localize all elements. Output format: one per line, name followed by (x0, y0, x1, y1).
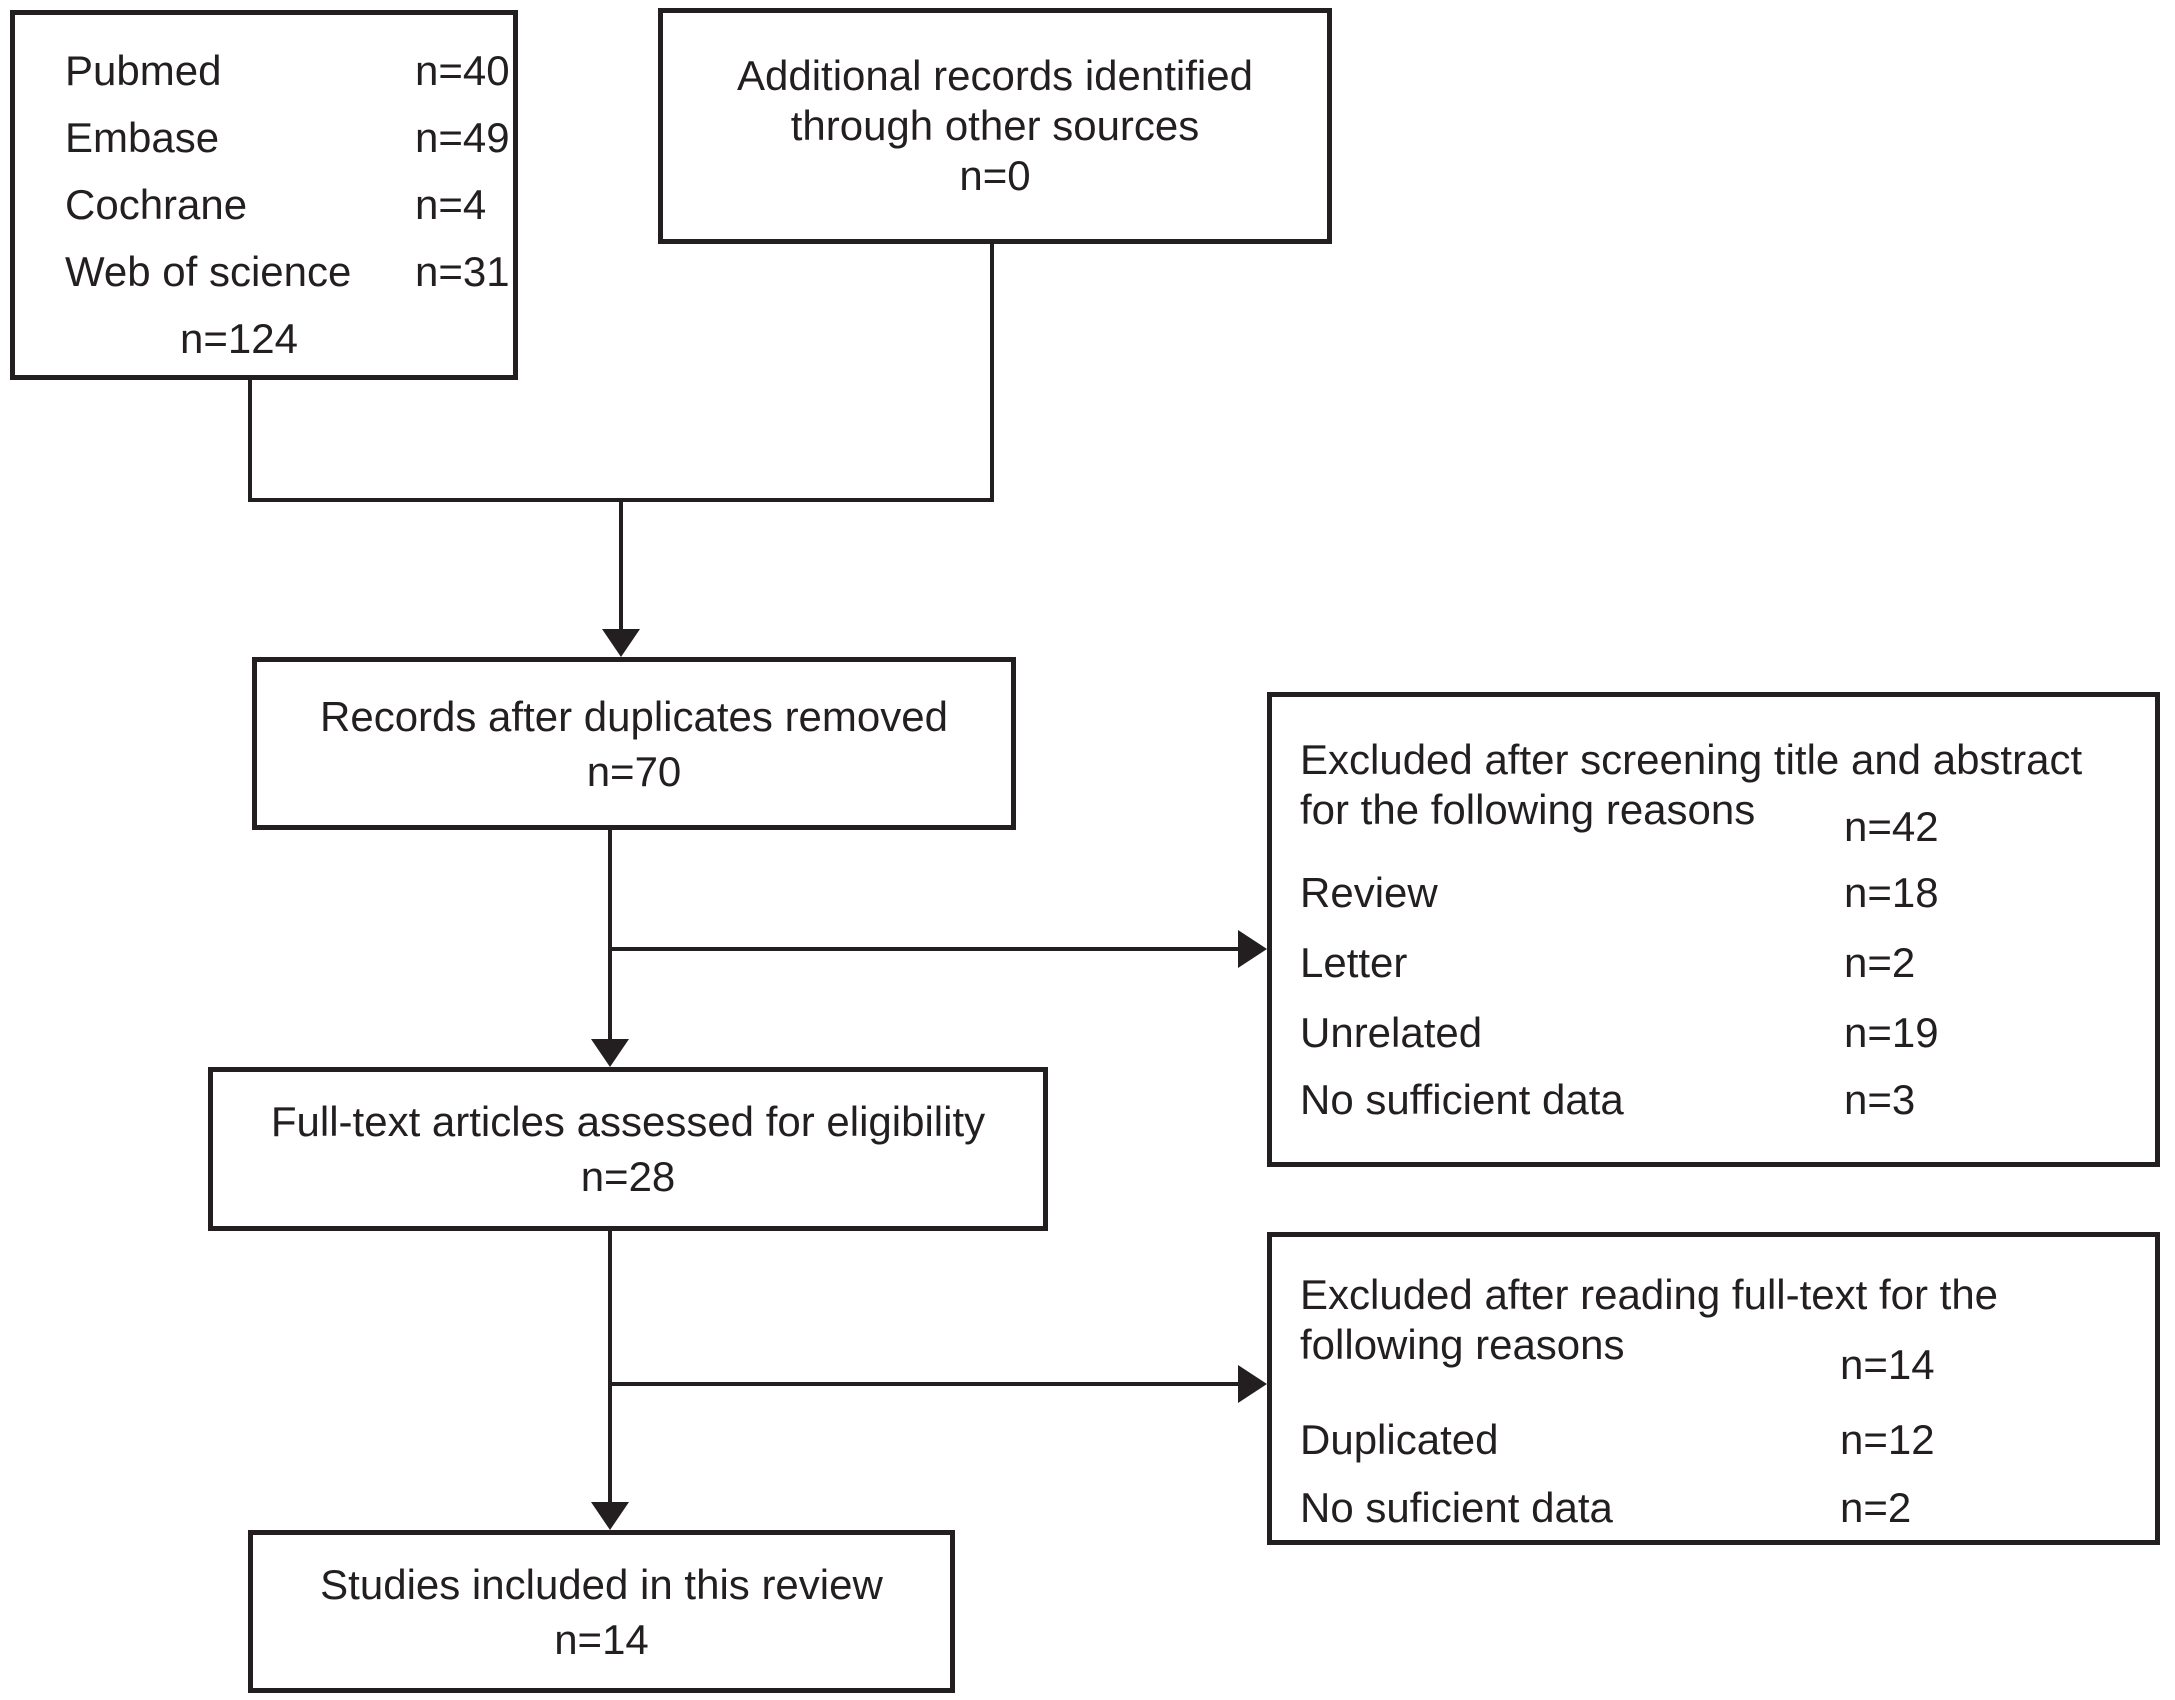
arrow-down-icon (591, 1039, 629, 1067)
source-count: n=4 (415, 181, 487, 228)
source-label: Cochrane (65, 181, 248, 228)
exclusion-reason-label: Unrelated (1300, 1009, 1483, 1056)
exclusion-reason-label: No sufficient data (1300, 1076, 1624, 1123)
source-count: n=31 (415, 248, 510, 295)
additional-records-line2: through other sources (790, 102, 1200, 149)
exclusion-reason-count: n=18 (1844, 869, 1939, 916)
source-count: n=40 (415, 47, 510, 94)
excluded-screening-count: n=42 (1844, 803, 1939, 850)
exclusion-reason-label: Duplicated (1300, 1416, 1499, 1463)
sources-total-count: n=124 (180, 315, 298, 362)
source-row: Pubmed n=40 (65, 37, 513, 104)
excluded-screening-box: Excluded after screening title and abstr… (1267, 692, 2160, 1167)
fulltext-assessed-count: n=28 (580, 1153, 676, 1200)
arrow-down-icon (602, 629, 640, 657)
source-label: Web of science (65, 248, 352, 295)
records-after-duplicates-box: Records after duplicates removed n=70 (252, 657, 1016, 830)
excluded-fulltext-count: n=14 (1840, 1341, 1935, 1388)
additional-records-line1: Additional records identified (737, 52, 1253, 99)
excluded-fulltext-title-line2: following reasons (1300, 1321, 1625, 1368)
exclusion-reason-label: Letter (1300, 939, 1408, 986)
studies-included-box: Studies included in this review n=14 (248, 1530, 955, 1693)
arrow-right-icon (1238, 1365, 1267, 1403)
arrow-down-icon (591, 1502, 629, 1530)
source-row: Cochrane n=4 (65, 171, 513, 238)
fulltext-assessed-box: Full-text articles assessed for eligibil… (208, 1067, 1048, 1231)
exclusion-reason-count: n=3 (1844, 1076, 1916, 1123)
exclusion-reason-label: Review (1300, 869, 1438, 916)
source-row: Embase n=49 (65, 104, 513, 171)
duplicates-removed-count: n=70 (586, 747, 682, 795)
duplicates-removed-title: Records after duplicates removed (320, 692, 948, 740)
additional-records-box: Additional records identified through ot… (658, 8, 1332, 244)
exclusion-reason-count: n=2 (1844, 939, 1916, 986)
arrow-right-icon (1238, 930, 1267, 968)
studies-included-count: n=14 (554, 1615, 649, 1663)
exclusion-reason-count: n=19 (1844, 1009, 1939, 1056)
excluded-screening-title-line2: for the following reasons (1300, 786, 1756, 833)
identification-sources-box: Pubmed n=40 Embase n=49 Cochrane n=4 Web… (10, 10, 518, 380)
source-count: n=49 (415, 114, 510, 161)
exclusion-reason-label: No suficient data (1300, 1484, 1613, 1531)
source-row: Web of science n=31 (65, 238, 513, 305)
exclusion-reason-count: n=12 (1840, 1416, 1935, 1463)
excluded-fulltext-title-line1: Excluded after reading full-text for the (1300, 1271, 1999, 1318)
source-label: Embase (65, 114, 220, 161)
fulltext-assessed-title: Full-text articles assessed for eligibil… (270, 1098, 986, 1145)
source-label: Pubmed (65, 47, 222, 94)
additional-records-count: n=0 (959, 152, 1031, 199)
excluded-fulltext-box: Excluded after reading full-text for the… (1267, 1232, 2160, 1545)
exclusion-reason-count: n=2 (1840, 1484, 1912, 1531)
excluded-screening-title-line1: Excluded after screening title and abstr… (1300, 736, 2083, 783)
studies-included-title: Studies included in this review (320, 1560, 883, 1608)
